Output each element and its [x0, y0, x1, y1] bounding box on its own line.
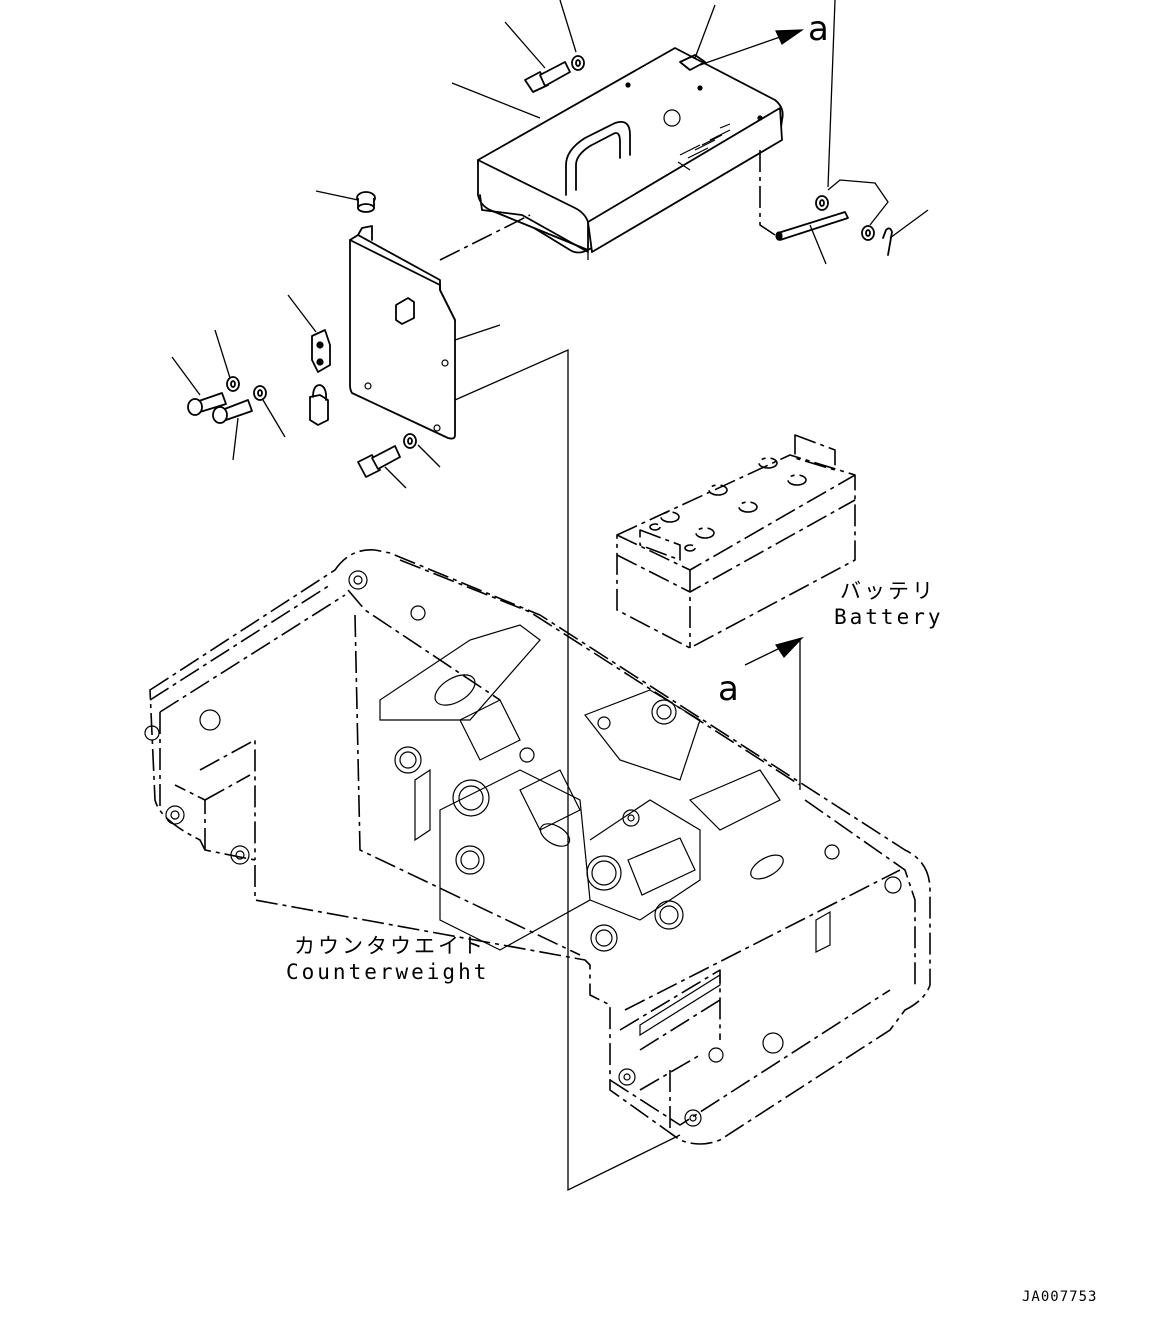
screw-side-plate [356, 191, 376, 213]
bolt-cover-top [524, 55, 585, 93]
hardware-parts [187, 55, 893, 478]
side-plate [349, 225, 456, 440]
rod-right [775, 195, 893, 256]
counterweight-assembly [144, 549, 931, 1145]
view-mark-lower: a [718, 669, 739, 709]
counterweight-bolt-holes [144, 570, 902, 1127]
battery-label-jp: バッテリ [840, 579, 936, 603]
drawing-code: JA007753 [1022, 1289, 1097, 1305]
battery-label-en: Battery [834, 605, 944, 629]
battery-cover [439, 47, 784, 261]
leader-lines [171, 0, 929, 1192]
latch-bracket [311, 329, 331, 373]
padlock [309, 384, 329, 426]
counterweight-label-jp: カウンタウエイト [294, 934, 486, 958]
view-mark-top: a [808, 9, 829, 49]
battery-terminals [649, 457, 807, 552]
bolts-left [187, 376, 267, 424]
counterweight-label-en: Counterweight [286, 960, 489, 984]
view-arrow-lower: a [718, 636, 804, 790]
battery-illustration [616, 434, 856, 649]
counterweight-center-casting [379, 624, 831, 1037]
bolt-bottom [357, 433, 417, 478]
view-arrow-top: a [699, 9, 829, 66]
